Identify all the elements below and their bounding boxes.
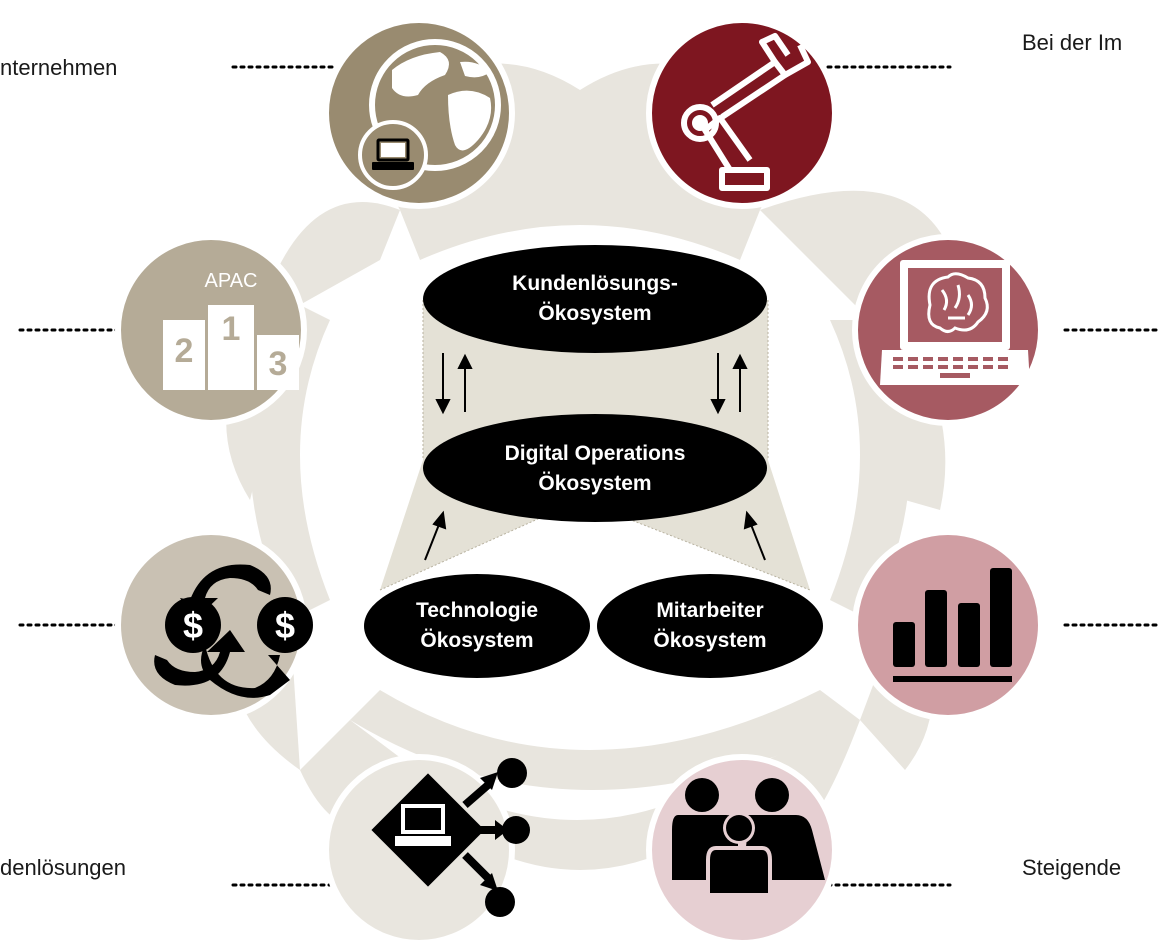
podium-first-label: 1 — [222, 310, 241, 348]
currency-exchange-icon: $ $ — [154, 564, 313, 698]
bar-chart-circle — [852, 529, 1044, 721]
customer-ecosystem: Kundenlösungs- Ökosystem — [423, 245, 767, 353]
side-label-bottom-left: denlösungen — [0, 855, 127, 880]
customer-ecosystem-line1: Kundenlösungs- — [512, 272, 678, 295]
side-label-top-left: nternehmen — [0, 55, 118, 80]
technology-ecosystem: Technologie Ökosystem — [364, 574, 590, 678]
podium-region-label: APAC — [205, 270, 258, 292]
bar-chart-icon — [893, 568, 1012, 682]
bidirectional-arrows — [435, 353, 748, 415]
digital-ecosystem-line1: Digital Operations — [505, 442, 686, 465]
technology-ecosystem-line1: Technologie — [416, 599, 538, 622]
currency-circle: $ $ — [115, 529, 313, 721]
digital-ecosystem-line2: Ökosystem — [538, 472, 651, 495]
podium-second-label: 2 — [175, 332, 194, 370]
brain-laptop-icon — [880, 260, 1030, 385]
employee-ecosystem-line2: Ökosystem — [653, 629, 766, 652]
employee-ecosystem-line1: Mitarbeiter — [656, 599, 763, 622]
ecosystem-center: Kundenlösungs- Ökosystem Digital Operati… — [364, 245, 823, 678]
robot-circle — [646, 17, 838, 209]
upward-arrows — [424, 510, 766, 561]
globe-laptop-icon — [358, 39, 501, 190]
robot-arm-icon — [681, 33, 811, 191]
employee-ecosystem: Mitarbeiter Ökosystem — [597, 574, 823, 678]
side-label-top-right: Bei der Im — [1022, 30, 1123, 55]
network-circle — [323, 754, 530, 946]
digital-ecosystem: Digital Operations Ökosystem — [423, 414, 767, 522]
family-icon — [672, 778, 825, 897]
globe-circle — [323, 17, 515, 209]
currency-symbol-left: $ — [183, 605, 203, 646]
brain-laptop-circle — [852, 234, 1044, 426]
people-circle — [646, 754, 838, 946]
side-label-bottom-right: Steigende — [1022, 855, 1122, 880]
technology-ecosystem-line2: Ökosystem — [420, 629, 533, 652]
customer-ecosystem-line2: Ökosystem — [538, 302, 651, 325]
podium-third-label: 3 — [269, 345, 288, 383]
podium-icon: APAC 1 2 3 — [163, 270, 299, 390]
podium-circle: APAC 1 2 3 — [115, 234, 307, 426]
dotted-leader-lines — [18, 65, 1158, 887]
currency-symbol-right: $ — [275, 605, 295, 646]
